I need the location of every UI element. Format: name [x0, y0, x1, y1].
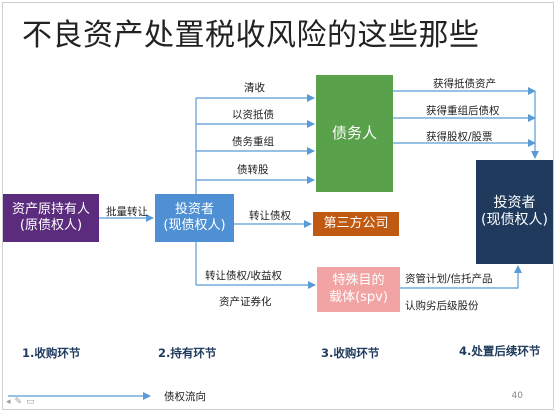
stage-label-2: 2.持有环节 [158, 346, 217, 360]
debtor-label: 债务人 [331, 124, 377, 143]
slideshow-toolbar[interactable]: ◂✎▭ [6, 397, 39, 407]
label-collect: 清收 [244, 82, 265, 94]
label-trust-product: 资管计划/信托产品 [405, 273, 493, 285]
label-get-equity: 获得股权/股票 [426, 131, 493, 143]
label-get-restructured: 获得重组后债权 [426, 105, 500, 117]
label-subordinated: 认购劣后级股份 [405, 300, 479, 312]
label-restructure: 债务重组 [232, 136, 274, 148]
third-party-box: 第三方公司 [313, 212, 399, 236]
investor-final-label: 投资者 [493, 194, 536, 211]
investor-final-sublabel: (现债权人) [481, 212, 548, 228]
investor-current-sublabel: (现债权人) [163, 218, 226, 233]
original-holder-label: 资产原持有人 [11, 201, 90, 217]
slide-title: 不良资产处置税收风险的这些那些 [22, 18, 480, 53]
original-holder-box: 资产原持有人 (原债权人) [3, 194, 99, 242]
label-securitization: 资产证券化 [219, 296, 272, 308]
label-asset-for-debt: 以资抵债 [232, 109, 274, 121]
slide-menu-icon[interactable]: ▭ [26, 397, 39, 407]
slide-frame [2, 2, 554, 410]
pen-icon[interactable]: ✎ [14, 397, 27, 407]
label-bulk-transfer: 批量转让 [106, 206, 148, 218]
spv-label: 特殊目的 [332, 273, 385, 289]
legend-flow-label: 债权流向 [164, 391, 206, 403]
stage-label-3: 3.收购环节 [321, 346, 380, 360]
label-transfer-claim-income: 转让债权/收益权 [205, 270, 283, 282]
label-debt-to-equity: 债转股 [237, 164, 269, 176]
page-number: 40 [511, 391, 523, 401]
investor-final-box: 投资者 (现债权人) [476, 160, 553, 264]
investor-current-box: 投资者 (现债权人) [155, 194, 234, 242]
stage-label-4: 4.处置后续环节 [459, 344, 541, 358]
label-get-asset: 获得抵债资产 [433, 78, 496, 90]
third-party-label: 第三方公司 [323, 215, 389, 231]
investor-current-label: 投资者 [174, 201, 214, 217]
spv-box: 特殊目的 载体(spv) [317, 267, 400, 312]
spv-sublabel: 载体(spv) [329, 289, 388, 305]
prev-slide-icon[interactable]: ◂ [6, 397, 15, 407]
label-transfer-claim: 转让债权 [249, 210, 291, 222]
original-holder-sublabel: (原债权人) [19, 218, 83, 233]
debtor-box: 债务人 [316, 75, 393, 192]
stage-label-1: 1.收购环节 [22, 346, 81, 360]
